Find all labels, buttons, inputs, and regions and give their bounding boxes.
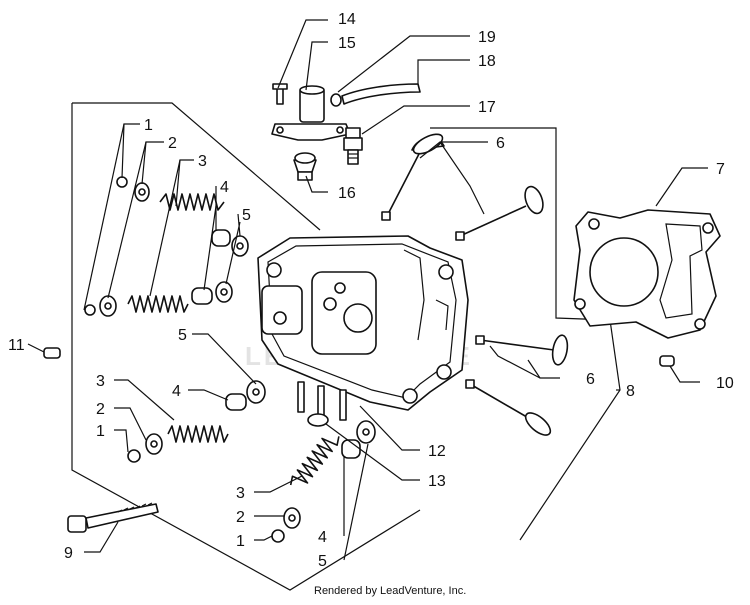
callout-8: 8 bbox=[626, 383, 635, 400]
callout-10: 10 bbox=[716, 375, 734, 392]
callout-labels: 14 15 19 18 17 16 1 2 3 4 5 6 7 11 5 6 8… bbox=[8, 11, 734, 570]
group-outline-top bbox=[72, 102, 321, 231]
head-bolt bbox=[67, 502, 159, 533]
spring-seat-4 bbox=[356, 420, 376, 444]
footer-credit: Rendered by LeadVenture, Inc. bbox=[314, 585, 466, 597]
spring-retainer-1 bbox=[134, 182, 150, 202]
callout-2-lower: 2 bbox=[236, 509, 245, 526]
valve-stem-seal-2 bbox=[191, 287, 213, 305]
callout-19: 19 bbox=[478, 29, 496, 46]
valve-spring-1 bbox=[159, 193, 225, 211]
spring-retainer-3 bbox=[145, 433, 163, 455]
leader-lines bbox=[27, 19, 708, 561]
valve-cotter-2 bbox=[84, 304, 96, 316]
callout-2-upper: 2 bbox=[168, 135, 177, 152]
dowel-pin-11 bbox=[43, 347, 61, 359]
callout-6-lower: 6 bbox=[586, 371, 595, 388]
spring-retainer-4 bbox=[283, 507, 301, 529]
valve-spring-2 bbox=[127, 295, 189, 313]
callout-3-lower: 3 bbox=[236, 485, 245, 502]
valve-upper-b bbox=[455, 185, 544, 241]
head-o-ring bbox=[307, 413, 329, 427]
callout-4-middle: 4 bbox=[172, 383, 181, 400]
valve-cotter-3 bbox=[127, 449, 141, 463]
callout-9: 9 bbox=[64, 545, 73, 562]
callout-1-middle: 1 bbox=[96, 423, 105, 440]
callout-13: 13 bbox=[428, 473, 446, 490]
group-outline-right bbox=[430, 127, 621, 541]
callout-14: 14 bbox=[338, 11, 356, 28]
callout-1-upper: 1 bbox=[144, 117, 153, 134]
callout-7: 7 bbox=[716, 161, 725, 178]
callout-5-middle: 5 bbox=[178, 327, 187, 344]
valve-lower-b bbox=[465, 379, 552, 436]
dowel-pin-10 bbox=[659, 355, 675, 367]
valve-stem-seal-1 bbox=[211, 229, 231, 247]
callout-18: 18 bbox=[478, 53, 496, 70]
callout-3-upper: 3 bbox=[198, 153, 207, 170]
valve-spring-3 bbox=[167, 425, 229, 443]
thermostat-housing bbox=[271, 85, 351, 141]
callout-2-middle: 2 bbox=[96, 401, 105, 418]
coolant-hose bbox=[330, 83, 421, 107]
temperature-sensor bbox=[343, 127, 363, 165]
valve-cotter-4 bbox=[271, 529, 285, 543]
valve-lower-a bbox=[475, 334, 569, 366]
callout-1-lower: 1 bbox=[236, 533, 245, 550]
callout-5-lower: 5 bbox=[318, 553, 327, 570]
callout-12: 12 bbox=[428, 443, 446, 460]
callout-17: 17 bbox=[478, 99, 496, 116]
spring-seat-3 bbox=[246, 380, 266, 404]
callout-16: 16 bbox=[338, 185, 356, 202]
callout-3-middle: 3 bbox=[96, 373, 105, 390]
callout-4-upper: 4 bbox=[220, 179, 229, 196]
valve-upper-a bbox=[381, 133, 445, 221]
head-gasket bbox=[573, 209, 721, 339]
valve-spring-4 bbox=[289, 436, 340, 486]
housing-bolt bbox=[272, 83, 288, 105]
valve-stem-seal-3 bbox=[225, 393, 247, 411]
callout-15: 15 bbox=[338, 35, 356, 52]
valve-cotter-1 bbox=[116, 176, 128, 188]
cylinder-head bbox=[257, 235, 469, 411]
spring-seat-2 bbox=[215, 281, 233, 303]
callout-11: 11 bbox=[8, 337, 25, 354]
callout-4-lower: 4 bbox=[318, 529, 327, 546]
callout-6-upper: 6 bbox=[496, 135, 505, 152]
callout-5-upper: 5 bbox=[242, 207, 251, 224]
thermostat-valve bbox=[293, 152, 317, 181]
spring-retainer-2 bbox=[99, 295, 117, 317]
group-outline-left bbox=[71, 103, 421, 591]
